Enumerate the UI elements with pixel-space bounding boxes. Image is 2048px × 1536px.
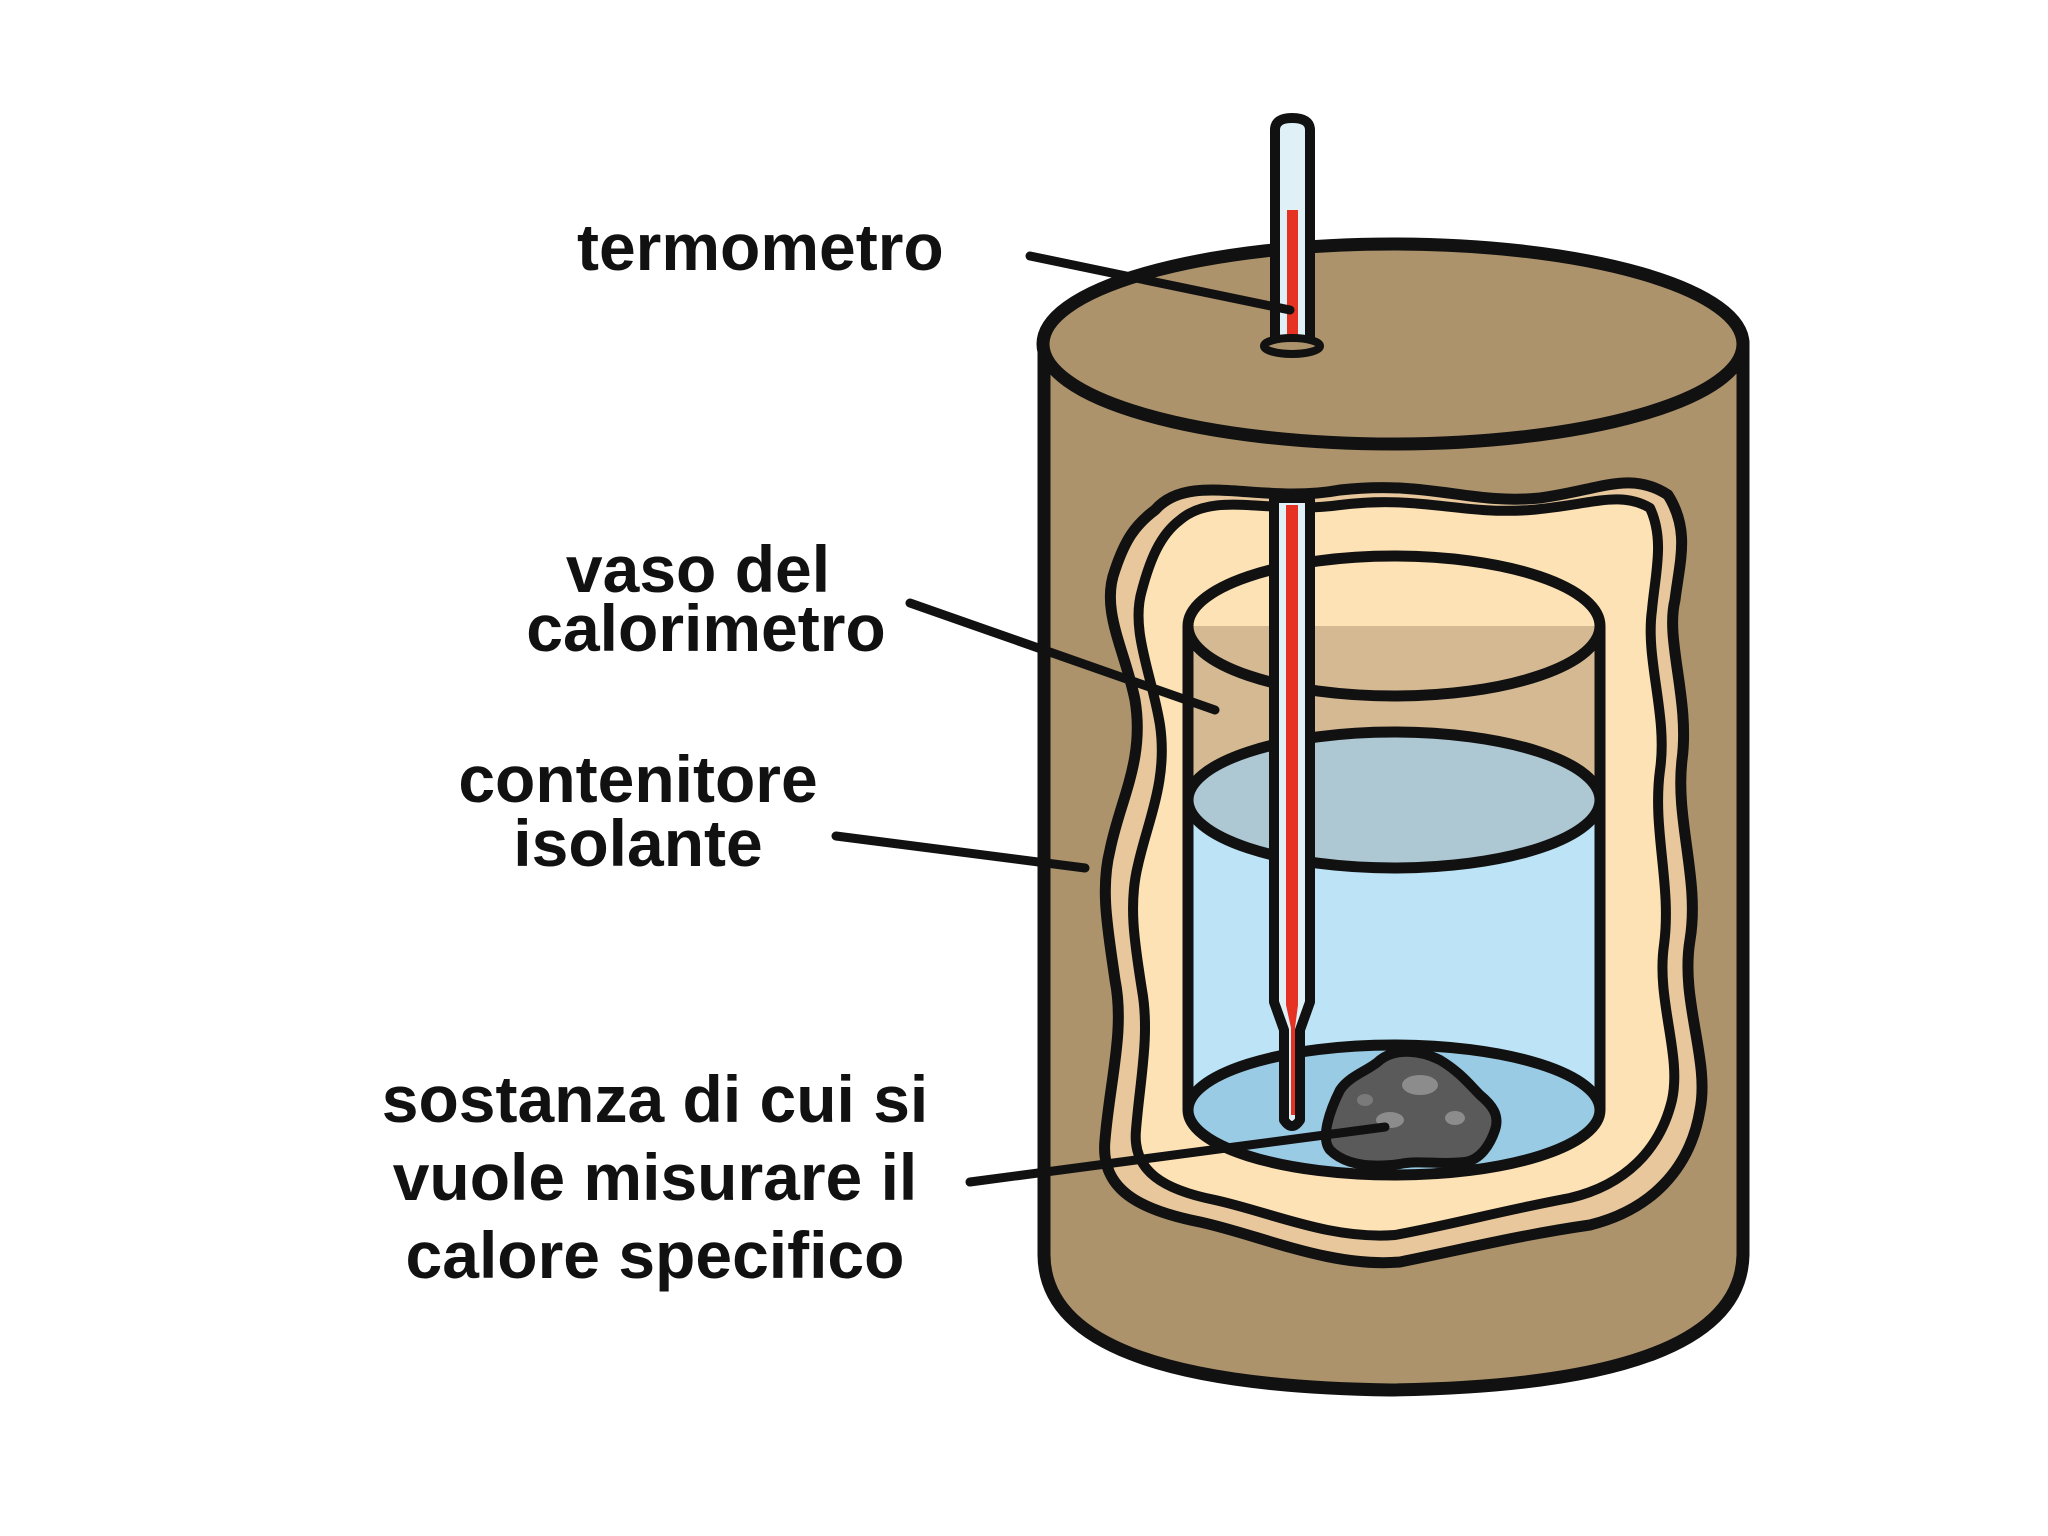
label-insulation-line1: contenitore [458, 742, 817, 816]
label-vessel-line1: vaso del [566, 532, 830, 606]
leader-vessel [905, 598, 1220, 715]
label-substance-line2: vuole misurare il [393, 1140, 918, 1214]
leader-substance [965, 1122, 1390, 1187]
label-substance-line3: calore specifico [406, 1218, 905, 1292]
label-vessel-line2: calorimetro [526, 591, 885, 665]
stone-sample-icon [1320, 1046, 1502, 1171]
label-insulation-line2: isolante [513, 806, 762, 880]
leader-lines [831, 251, 1390, 1187]
leader-insulation [831, 831, 1090, 873]
label-thermometer: termometro [577, 210, 944, 284]
thermometer-icon [1260, 112, 1324, 1131]
vessel-rim [1182, 550, 1606, 702]
labels: termometro vaso del calorimetro contenit… [382, 210, 944, 1292]
water-surface [1182, 726, 1606, 874]
label-substance-line1: sostanza di cui si [382, 1062, 929, 1136]
leader-thermometer [1025, 251, 1295, 315]
